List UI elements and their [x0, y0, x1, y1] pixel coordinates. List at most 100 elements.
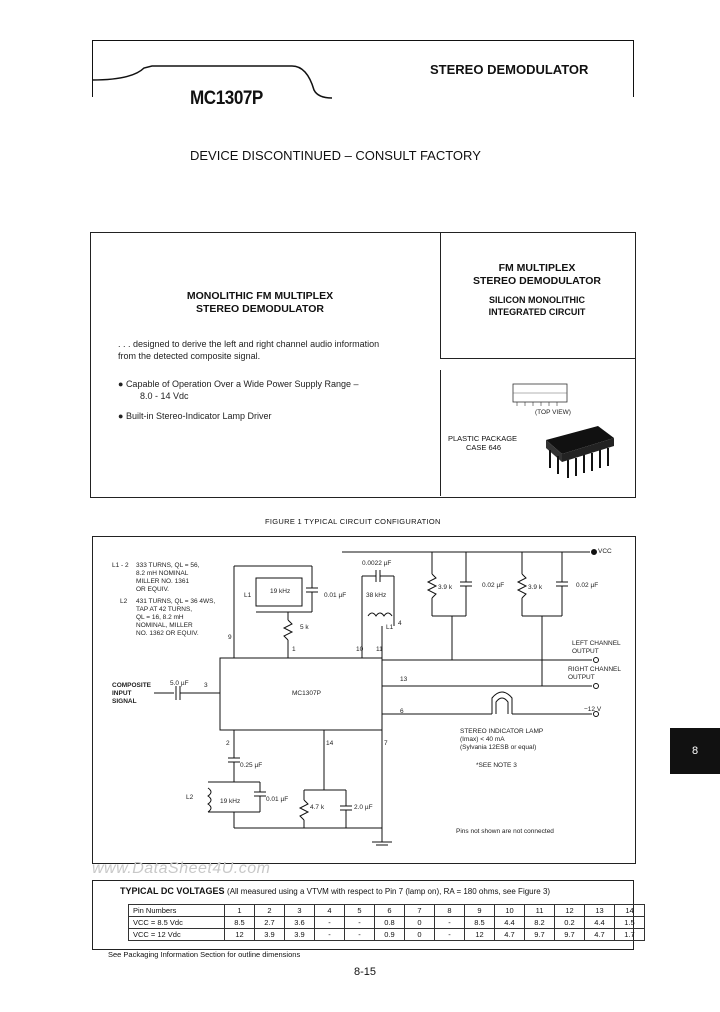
table-cell: 4.7 — [584, 928, 615, 941]
pin-3: 3 — [204, 682, 208, 689]
table-cell: 1.5 — [614, 916, 645, 929]
header-tab-shape — [92, 65, 332, 99]
vcc-label: VCC — [598, 548, 612, 555]
l1b-label: L1 — [386, 624, 394, 631]
composite-line: SIGNAL — [112, 698, 137, 705]
ic-body — [219, 657, 383, 731]
composite-line: COMPOSITE — [112, 682, 152, 689]
table-header-cell: 6 — [374, 904, 405, 917]
left-out-line: OUTPUT — [572, 648, 599, 655]
table-cell: 0.8 — [374, 916, 405, 929]
figure-frame — [92, 536, 636, 864]
res-39b-label: 3.9 k — [528, 584, 543, 591]
table-header-cell: 2 — [254, 904, 285, 917]
pin-14: 14 — [326, 740, 334, 747]
note-l1-line: MILLER NO. 1361 — [136, 578, 190, 585]
page-number: 8-15 — [354, 966, 377, 978]
table-header-cell: 12 — [554, 904, 585, 917]
table-header-cell: 9 — [464, 904, 495, 917]
heading-line-1: MONOLITHIC FM MULTIPLEX — [186, 290, 334, 302]
ic-label: MC1307P — [292, 690, 321, 697]
table-cell: - — [314, 916, 345, 929]
side-sub-2: INTEGRATED CIRCUIT — [488, 307, 586, 317]
dc-table-subtitle: (All measured using a VTVM with respect … — [227, 887, 551, 896]
side-sub-1: SILICON MONOLITHIC — [489, 295, 585, 305]
pin-10: 10 — [356, 646, 364, 653]
table-cell: - — [434, 928, 465, 941]
table-header-cell: 5 — [344, 904, 375, 917]
table-cell: - — [344, 916, 375, 929]
table-header-cell: 1 — [224, 904, 255, 917]
freq-19b-label: 19 kHz — [220, 798, 241, 805]
heading-line-2: STEREO DEMODULATOR — [196, 303, 324, 315]
lamp-line: (Sylvania 12ESB or equal) — [460, 744, 537, 751]
cap-20-label: 2.0 µF — [354, 804, 373, 811]
table-cell: VCC = 8.5 Vdc — [128, 916, 225, 929]
lamp-label: STEREO INDICATOR LAMP (Imax) < 40 mA (Sy… — [460, 728, 543, 752]
pin-1: 1 — [292, 646, 296, 653]
table-cell: 4.4 — [584, 916, 615, 929]
figure-caption: FIGURE 1 TYPICAL CIRCUIT CONFIGURATION — [265, 517, 441, 526]
cap-001b-label: 0.01 µF — [266, 796, 289, 803]
table-header-row: Pin Numbers 1 2 3 4 5 6 7 8 9 10 11 12 1… — [128, 904, 645, 917]
table-cell: 0 — [404, 916, 435, 929]
table-cell: 9.7 — [554, 928, 585, 941]
res-47-label: 4.7 k — [310, 804, 325, 811]
neg12-label: −12 V — [584, 706, 602, 713]
table-cell: 8.5 — [464, 916, 495, 929]
table-header-cell: 7 — [404, 904, 435, 917]
table-cell: 0 — [404, 928, 435, 941]
side-title-2: STEREO DEMODULATOR — [473, 275, 601, 287]
res-var-label: 5 k — [300, 624, 309, 631]
dc-voltage-table: Pin Numbers 1 2 3 4 5 6 7 8 9 10 11 12 1… — [128, 904, 645, 941]
cap-0022-label: 0.0022 µF — [362, 560, 392, 567]
pins-note: Pins not shown are not connected — [456, 828, 554, 835]
table-cell: 2.7 — [254, 916, 285, 929]
info-heading: MONOLITHIC FM MULTIPLEX STEREO DEMODULAT… — [150, 290, 370, 316]
discontinued-notice: DEVICE DISCONTINUED – CONSULT FACTORY — [190, 148, 481, 163]
header-title: STEREO DEMODULATOR — [430, 62, 589, 77]
table-header-cell: 13 — [584, 904, 615, 917]
table-cell: 3.9 — [254, 928, 285, 941]
res-39a-label: 3.9 k — [438, 584, 453, 591]
schematic — [154, 549, 599, 846]
table-cell: 12 — [224, 928, 255, 941]
footnote: See Packaging Information Section for ou… — [108, 950, 301, 959]
table-cell: 9.7 — [524, 928, 555, 941]
description-line-1: . . . designed to derive the left and ri… — [118, 339, 380, 349]
note-l1-line: 8.2 mH NOMINAL — [136, 570, 189, 577]
pin-6: 6 — [400, 708, 404, 715]
top-view-diagram — [512, 383, 568, 406]
top-view-label: (TOP VIEW) — [535, 409, 571, 416]
note-l2-line: QL = 16, 8.2 mH — [136, 614, 184, 621]
cap-025-label: 0.25 µF — [240, 762, 263, 769]
note-l2-tag: L2 — [120, 598, 128, 605]
description: . . . designed to derive the left and ri… — [118, 338, 428, 362]
pin-2: 2 — [226, 740, 230, 747]
table-cell: 0.9 — [374, 928, 405, 941]
table-row: VCC = 12 Vdc 12 3.9 3.9 - - 0.9 0 - 12 4… — [128, 928, 645, 941]
header-frame — [92, 40, 634, 97]
table-cell: 4.4 — [494, 916, 525, 929]
lamp-line: STEREO INDICATOR LAMP — [460, 728, 544, 735]
lamp-line: (Imax) < 40 mA — [460, 736, 505, 743]
note-l2-line: NO. 1362 OR EQUIV. — [136, 630, 199, 637]
table-header-cell: 4 — [314, 904, 345, 917]
pin-7: 7 — [384, 740, 388, 747]
bullet-list: ● Capable of Operation Over a Wide Power… — [118, 378, 428, 422]
pin-4: 4 — [398, 620, 402, 627]
note-l1-tag: L1 - 2 — [112, 562, 129, 569]
table-cell: - — [434, 916, 465, 929]
note-l2-line: NOMINAL, MILLER — [136, 622, 193, 629]
dc-table-heading: TYPICAL DC VOLTAGES (All measured using … — [120, 886, 550, 896]
description-line-2: from the detected composite signal. — [118, 351, 261, 361]
table-cell: - — [314, 928, 345, 941]
left-output-label: LEFT CHANNEL OUTPUT — [572, 640, 621, 656]
section-tab: 8 — [670, 728, 720, 774]
l1a-label: L1 — [244, 592, 252, 599]
l2b-label: L2 — [186, 794, 194, 801]
pin-9: 9 — [228, 634, 232, 641]
table-cell: - — [344, 928, 375, 941]
info-side-box — [440, 232, 635, 359]
table-cell: 1.7 — [614, 928, 645, 941]
